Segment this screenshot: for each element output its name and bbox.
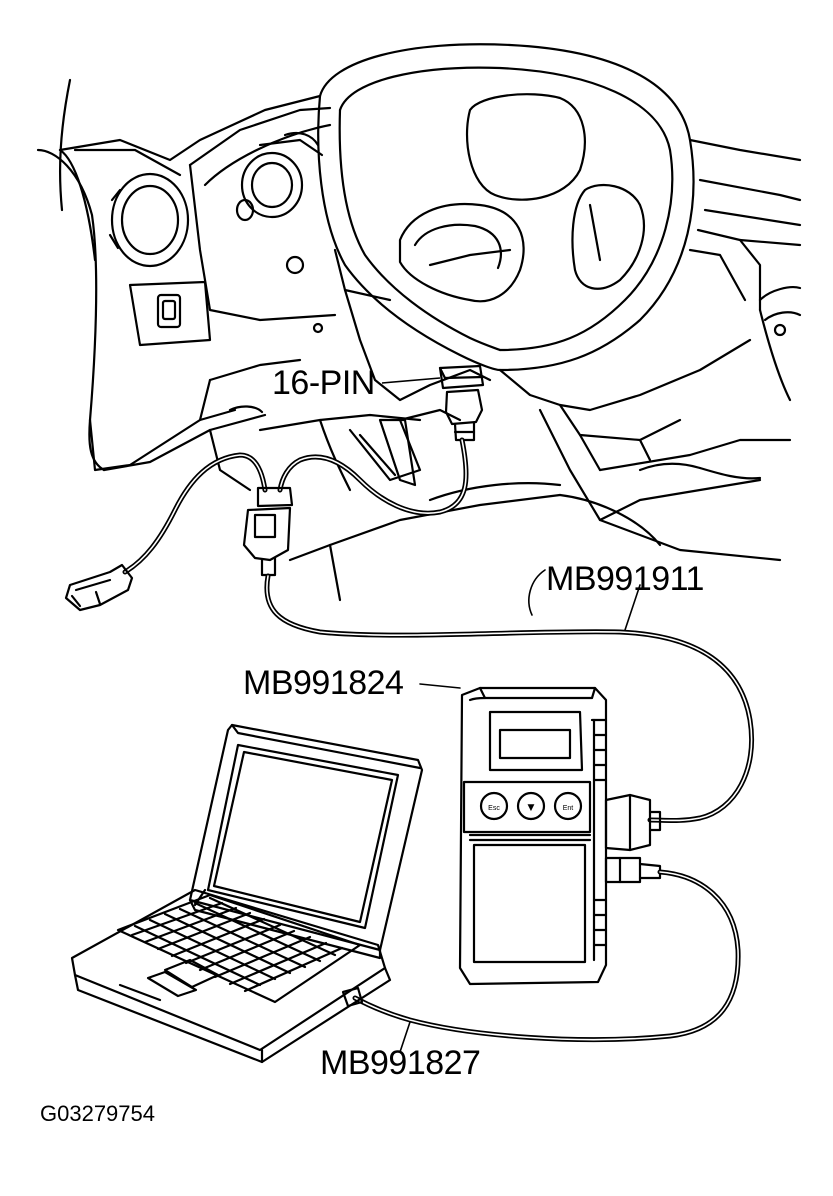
- left-switch-panel: [128, 280, 212, 347]
- laptop-drawing: [70, 723, 424, 1064]
- vci-device-drawing: [419, 683, 662, 986]
- y-splitter: [242, 506, 292, 562]
- label-mb991824: MB991824: [243, 664, 404, 702]
- obd-connector-drawing: [64, 364, 485, 612]
- 16-pin-connector: [438, 364, 485, 390]
- figure-id: G03279754: [40, 1101, 155, 1126]
- gauge-left: [240, 151, 304, 219]
- vci-enter-button: [553, 791, 583, 821]
- dashboard-drawing: [36, 43, 802, 602]
- mb991827-cable: [352, 869, 741, 1053]
- vci-esc-button: [479, 791, 509, 821]
- vci-db-port: [604, 793, 652, 852]
- label-16-pin: 16-PIN: [272, 364, 375, 402]
- steering-wheel: [318, 43, 695, 372]
- laptop-usb-plug: [341, 986, 364, 1008]
- label-mb991911: MB991911: [546, 560, 704, 598]
- left-vent: [110, 172, 190, 268]
- vci-display: [488, 710, 584, 772]
- vci-body: [458, 686, 608, 986]
- left-switch: [156, 293, 182, 329]
- label-mb991827: MB991827: [320, 1044, 481, 1082]
- mb991911-cable: [264, 569, 755, 823]
- spare-obd-plug: [64, 563, 134, 612]
- vci-usb-port: [604, 856, 642, 884]
- laptop-keyboard: [116, 893, 362, 1004]
- vci-button-panel: [462, 780, 592, 834]
- vci-buttons: [479, 791, 583, 821]
- brake-pedal: [378, 418, 417, 487]
- vci-down-button: [516, 791, 546, 821]
- laptop-screen: [206, 743, 400, 930]
